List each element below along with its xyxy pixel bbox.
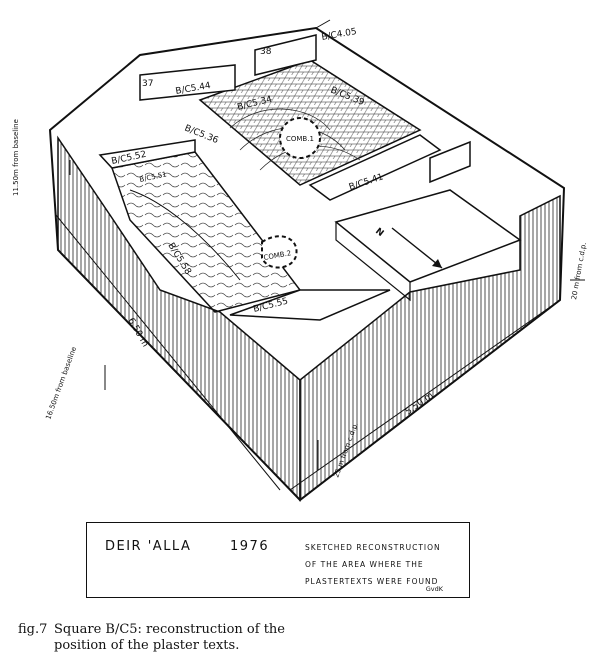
description-line: PLASTERTEXTS WERE FOUND [305,577,439,586]
label-from-baseline-left: 16.50m from baseline [44,346,78,421]
label-38: 38 [260,47,272,57]
walls [98,34,471,321]
front-left-section-face [57,135,301,502]
label-b-c4-05: B/C4.05 [321,27,358,43]
north-arrow-icon [391,227,443,269]
label-comb1: COMB.1 [286,135,314,143]
title-box: DEIR 'ALLA 1976 SKETCHED RECONSTRUCTION … [86,522,470,598]
room-north [334,189,522,302]
caption-line-1: Square B/C5: reconstruction of the [54,622,285,637]
description-line: OF THE AREA WHERE THE [305,560,424,569]
comb1-marker [279,117,321,159]
site-name: DEIR 'ALLA [105,539,192,554]
description-line: SKETCHED RECONSTRUCTION [305,543,441,552]
figure-number: fig.7 [18,622,48,637]
draftsman-initials: GvdK [425,585,443,593]
label-37: 37 [142,79,153,89]
label-from-cdp-right: 20 m from c.d.p. [570,242,588,301]
comb2-marker [261,235,298,269]
isometric-excavation-drawing: B/C5.44 B/C5.39 B/C5.36 B/C5.34 B/C5.52 … [12,19,588,502]
label-from-baseline-top: 11.50m from baseline [12,119,20,196]
title-box-description: SKETCHED RECONSTRUCTION OF THE AREA WHER… [305,539,441,590]
front-right-section-face [299,194,561,502]
excavation-year: 1976 [230,539,270,554]
caption-line-2: position of the plaster texts. [54,638,240,653]
dimension-lines [55,19,585,491]
